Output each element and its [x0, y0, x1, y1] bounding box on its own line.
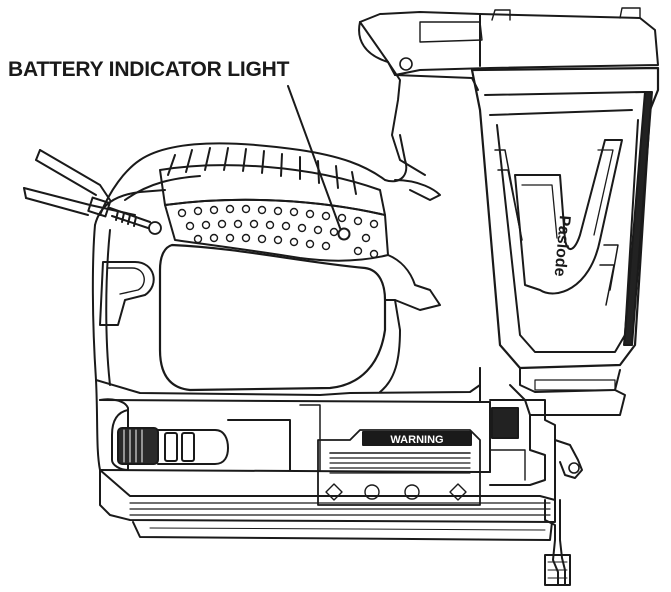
battery-indicator-callout-label: BATTERY INDICATOR LIGHT [8, 58, 290, 81]
magazine-rail [99, 469, 556, 541]
end-cap [99, 398, 321, 471]
rafter-hook [23, 149, 162, 235]
grip-texture [177, 204, 379, 259]
warning-label-title: WARNING [390, 434, 443, 446]
handle-grip [158, 134, 441, 393]
cylinder-housing: Paslode [358, 7, 660, 416]
brand-badge [99, 261, 155, 326]
brand-side-text: Paslode [551, 215, 573, 278]
warning-label: WARNING [317, 429, 481, 506]
battery-indicator-light [337, 227, 351, 241]
callout-leader-line [287, 85, 341, 229]
nose-piece [479, 367, 583, 586]
